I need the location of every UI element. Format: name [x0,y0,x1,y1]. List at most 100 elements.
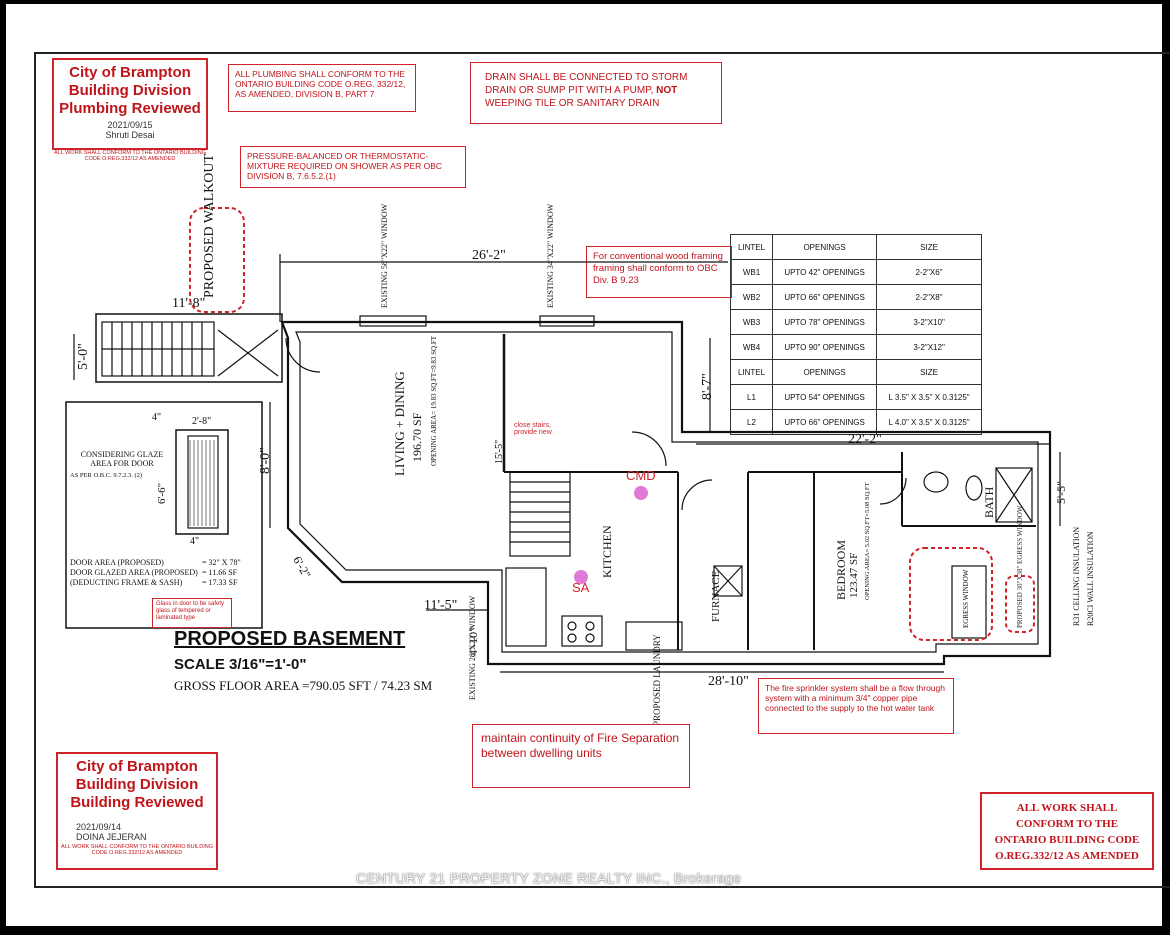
stamp-line2: Building Division [75,776,199,793]
stamp-line1: City of Brampton [76,758,198,775]
revision-cloud [1005,575,1035,633]
inner-wall [295,331,1039,653]
fire-separation-note: maintain continuity of Fire Separation b… [472,724,690,788]
bedroom-label: BEDROOM [834,539,848,600]
sprinkler-note: The fire sprinkler system shall be a flo… [758,678,954,734]
stamp-line3: Plumbing Reviewed [59,100,201,117]
stamp-date: 2021/09/15 [107,120,153,130]
walkout-stair [95,313,283,383]
sa-label: SA [572,580,590,595]
wood-framing-note: For conventional wood framing framing sh… [586,246,732,298]
window [539,315,595,327]
dim-front-left: 11'-5" [424,598,458,613]
sa-marker [574,570,588,584]
table-header: LINTEL [729,234,774,260]
floor-plan-drawing [65,207,1061,673]
plan-sheet: City of Brampton Building Division Plumb… [6,4,1170,926]
bath-label: BATH [982,486,996,518]
egress-well [951,565,987,639]
plumbing-stamp-fine: ALL WORK SHALL CONFORM TO THE ONTARIO BU… [52,150,208,164]
stamp-reviewer: DOINA JEJERAN [76,832,147,842]
living-opening-label: OPENING AREA= 19.83 SQ.FT=9.83 SQ.FT [430,335,438,466]
door-glazed-label: DOOR GLAZED AREA (PROPOSED) [70,568,198,577]
door-dim-height: 6'-6" [156,482,168,504]
proposed-egress-label: PROPOSED 30"X38" EGRESS WINDOW [1016,505,1024,628]
revision-cloud [189,207,245,313]
door-detail-door [175,429,229,535]
table-row: L2 UPTO 66" OPENINGS L 4.0" X 3.5" X 0.3… [729,409,982,435]
sink-fixture [923,471,949,493]
table-row: LINTEL OPENINGS SIZE [729,234,982,260]
door-swing [879,477,907,505]
closet-stairs-note: close stairs, provide new [514,422,552,436]
dim-right-upper: 8'-7" [700,373,715,400]
table-cell: 2-2"X8" [876,284,982,310]
plan-scale: SCALE 3/16"=1'-0" [174,656,307,673]
bedroom-opening-label: OPENING AREA= 5.02 SQ.FT=5.08 SQ.FT [864,482,871,600]
kitchen-label: KITCHEN [600,525,614,578]
dim-walkout-depth: 5'-0" [76,343,91,370]
existing-window-3: EXISTING 28"X22" WINDOW [468,595,477,700]
outer-wall [280,320,1052,666]
cmd-marker [634,486,648,500]
table-cell: UPTO 42" OPENINGS [772,259,878,285]
table-row: WB3 UPTO 78" OPENINGS 3-2"X10" [729,309,982,335]
table-cell: 2-2"X6" [876,259,982,285]
dim-walkout-width: 11'-8" [172,296,206,311]
table-cell: UPTO 66" OPENINGS [772,409,878,435]
table-cell: UPTO 54" OPENINGS [772,384,878,410]
table-header: OPENINGS [772,359,878,385]
note-text: Glass in door to be safety glass of temp… [156,601,225,621]
stamp-line2: Building Division [68,82,192,99]
note-text-not: NOT [656,85,678,96]
dim-left-height: 8'-0" [258,447,273,474]
all-work-stamp: ALL WORK SHALL CONFORM TO THE ONTARIO BU… [980,792,1154,870]
door-area-value: = 32" X 78" [202,558,241,567]
revision-cloud [909,547,993,641]
table-header: LINTEL [729,359,774,385]
stamp-text: ALL WORK SHALL CONFORM TO THE ONTARIO BU… [994,802,1140,862]
plumbing-code-note: ALL PLUMBING SHALL CONFORM TO THE ONTARI… [228,64,416,112]
existing-window-2: EXISTING 34"X22" WINDOW [546,203,555,308]
door-area-label: DOOR AREA (PROPOSED) [70,558,164,567]
note-text: maintain continuity of Fire Separation b… [481,731,680,760]
table-cell: L2 [729,409,774,435]
table-header: SIZE [876,359,982,385]
table-cell: L 4.0" X 3.5" X 0.3125" [876,409,982,435]
table-header: SIZE [876,234,982,260]
shower-fixture [995,467,1033,523]
egress-label: EGRESS WINDOW [962,569,970,628]
table-row: WB1 UPTO 42" OPENINGS 2-2"X6" [729,259,982,285]
door-glazed-value: = 11.66 SF [202,568,238,577]
door-swing [631,431,667,467]
brokerage-watermark: CENTURY 21 PROPERTY ZONE REALTY INC., Br… [356,870,742,886]
table-cell: 3-2"X10" [876,309,982,335]
door-detail-frame [65,401,263,629]
note-text-b: WEEPING TILE OR SANITARY DRAIN [485,98,660,109]
table-cell: 3-2"X12" [876,334,982,360]
laundry-label: PROPOSED LAUNDRY [652,634,662,726]
plan-title: PROPOSED BASEMENT [174,628,406,650]
living-area-label: 196.70 SF [410,412,424,462]
door-swing [285,337,321,373]
window [359,315,427,327]
dim-stair: 15'-5" [494,439,505,464]
dim-rear-width: 22'-2" [848,432,882,447]
furnace-label: FURNACE [710,570,722,622]
stamp-fine-text: ALL WORK SHALL CONFORM TO THE ONTARIO BU… [61,844,213,856]
door-detail-glass [187,435,219,529]
note-text: ALL PLUMBING SHALL CONFORM TO THE ONTARI… [235,69,406,99]
living-dining-label: LIVING + DINING [392,371,407,476]
stamp-line1: City of Brampton [69,64,191,81]
table-cell: L 3.5" X 3.5" X 0.3125" [876,384,982,410]
walkout-label: PROPOSED WALKOUT [202,153,217,298]
door-dim-top: 4" [152,412,162,423]
stamp-fine-text: ALL WORK SHALL CONFORM TO THE ONTARIO BU… [54,150,206,162]
note-text: The fire sprinkler system shall be a flo… [765,683,945,713]
door-dim-bottom: 4" [190,536,200,547]
building-review-stamp: City of Brampton Building Division Build… [56,752,218,870]
stamp-line3: Building Reviewed [70,794,204,811]
shower-note: PRESSURE-BALANCED OR THERMOSTATIC-MIXTUR… [240,146,466,188]
table-row: L1 UPTO 54" OPENINGS L 3.5" X 3.5" X 0.3… [729,384,982,410]
door-detail-title: CONSIDERING GLAZE AREA FOR DOOR [80,450,164,468]
